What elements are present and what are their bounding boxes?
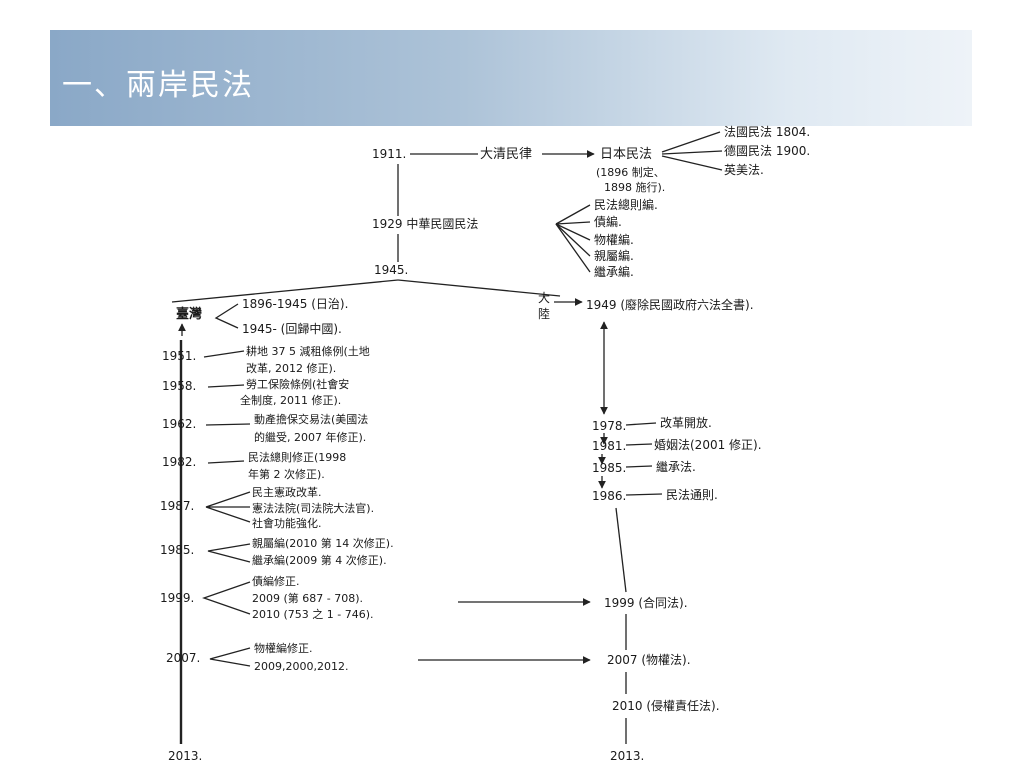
year-1945-label: 1945. — [374, 263, 408, 277]
ml-year-1978: 1978. — [592, 419, 626, 433]
ml-line-1986-1999 — [615, 507, 627, 593]
tw-event-1951-line1: 耕地 37 5 減租條例(土地 — [246, 344, 370, 358]
ml-connector-1981 — [625, 443, 653, 446]
tw-connector-1958 — [207, 384, 245, 388]
book-succession-label: 繼承編. — [594, 264, 634, 279]
book-general-label: 民法總則編. — [594, 197, 658, 212]
taiwan-branch: 臺灣 1896-1945 (日治). 1945- (回歸中國). 1951. 耕… — [160, 297, 394, 763]
ml-event-1978: 改革開放. — [660, 415, 712, 430]
tw-event-1987-line2: 憲法法院(司法院大法官). — [252, 501, 374, 515]
tw-connector-1982 — [207, 460, 245, 464]
qing-civil-code-label: 大清民律 — [480, 147, 532, 162]
roc-civil-code-label: 1929 中華民國民法 — [372, 216, 478, 231]
tw-year-1958: 1958. — [162, 379, 196, 393]
taiwan-label: 臺灣 — [176, 306, 202, 322]
tw-connector-2007 — [209, 647, 251, 667]
connector-anglo — [661, 155, 723, 171]
tw-event-1985-line2: 繼承編(2009 第 4 次修正). — [252, 553, 387, 567]
ml-year-2010: 2010 (侵權責任法). — [612, 698, 720, 713]
tw-event-1958-line2: 全制度, 2011 修正). — [240, 393, 341, 407]
japan-civil-code-label: 日本民法 — [600, 147, 652, 162]
tw-event-1999-line3: 2010 (753 之 1 - 746). — [252, 607, 374, 621]
ml-event-1986: 民法通則. — [666, 488, 718, 502]
ml-connector-1986 — [625, 493, 663, 496]
ml-year-2013: 2013. — [610, 749, 644, 763]
ml-year-2007: 2007 (物權法). — [607, 653, 691, 667]
tw-event-1958-line1: 勞工保險條例(社會安 — [246, 377, 349, 391]
tw-event-1985-line1: 親屬編(2010 第 14 次修正). — [252, 536, 394, 550]
mainland-label-1: 大 — [538, 291, 550, 305]
tw-year-2013: 2013. — [168, 749, 202, 763]
ml-connector-1985 — [625, 465, 653, 468]
taiwan-period-bracket — [214, 303, 239, 329]
tw-year-1985: 1985. — [160, 543, 194, 557]
tw-connector-1985 — [207, 543, 251, 563]
tw-event-1962-line1: 動產擔保交易法(美國法 — [254, 412, 368, 426]
books-fan — [555, 204, 591, 273]
tw-year-2007: 2007. — [166, 651, 200, 665]
tw-connector-1987 — [205, 491, 251, 523]
ml-year-1999: 1999 (合同法). — [604, 595, 688, 610]
france-civil-code-label: 法國民法 1804. — [724, 125, 810, 139]
tw-event-1982-line1: 民法總則修正(1998 — [248, 450, 346, 464]
tw-connector-1962 — [205, 423, 251, 426]
tw-event-1951-line2: 改革, 2012 修正). — [246, 361, 336, 375]
year-1911-label: 1911. — [372, 147, 406, 161]
tw-event-1999-line1: 債編修正. — [252, 574, 300, 588]
taiwan-period-japanese: 1896-1945 (日治). — [242, 297, 348, 311]
tw-connector-1999 — [202, 581, 251, 615]
anglo-law-label: 英美法. — [724, 163, 764, 177]
ml-connector-1978 — [625, 422, 657, 426]
book-obligations-label: 債編. — [594, 214, 622, 229]
trunk-section: 1911. 大清民律 日本民法 (1896 制定、 1898 施行). 法國民法… — [171, 125, 810, 303]
book-family-label: 親屬編. — [594, 248, 634, 263]
tw-year-1987: 1987. — [160, 499, 194, 513]
japan-note-2: 1898 施行). — [604, 181, 665, 194]
tw-event-2007-line2: 2009,2000,2012. — [254, 660, 348, 673]
germany-civil-code-label: 德國民法 1900. — [724, 143, 810, 158]
ml-year-1949: 1949 (廢除民國政府六法全書). — [586, 297, 754, 312]
ml-year-1981: 1981. — [592, 439, 626, 453]
tw-event-1962-line2: 的繼受, 2007 年修正). — [254, 430, 366, 444]
ml-event-1985: 繼承法. — [656, 460, 696, 474]
ml-event-1981: 婚姻法(2001 修正). — [654, 437, 762, 452]
tw-year-1951: 1951. — [162, 349, 196, 363]
tw-event-1987-line3: 社會功能強化. — [252, 516, 322, 530]
ml-year-1985: 1985. — [592, 461, 626, 475]
tw-event-1999-line2: 2009 (第 687 - 708). — [252, 591, 363, 605]
japan-note-1: (1896 制定、 — [596, 165, 665, 179]
split-to-taiwan — [171, 279, 399, 303]
ml-year-1986: 1986. — [592, 489, 626, 503]
tw-event-1987-line1: 民主憲政改革. — [252, 485, 322, 499]
page-title: 一、兩岸民法 — [62, 68, 254, 103]
tw-year-1999: 1999. — [160, 591, 194, 605]
connector-germany — [661, 150, 723, 155]
tw-connector-1951 — [203, 350, 245, 358]
tw-year-1962: 1962. — [162, 417, 196, 431]
tw-event-1982-line2: 年第 2 次修正). — [248, 467, 325, 481]
mainland-branch: 大 陸 1949 (廢除民國政府六法全書). 1978. 改革開放. 1981.… — [538, 291, 762, 763]
title-banner: 一、兩岸民法 — [50, 30, 972, 126]
tw-event-2007-line1: 物權編修正. — [254, 641, 313, 655]
taiwan-period-roc: 1945- (回歸中國). — [242, 321, 342, 336]
connector-france — [661, 131, 721, 153]
split-to-mainland — [397, 279, 561, 297]
mainland-label-2: 陸 — [538, 307, 550, 321]
book-property-label: 物權編. — [594, 232, 634, 247]
tw-year-1982: 1982. — [162, 455, 196, 469]
